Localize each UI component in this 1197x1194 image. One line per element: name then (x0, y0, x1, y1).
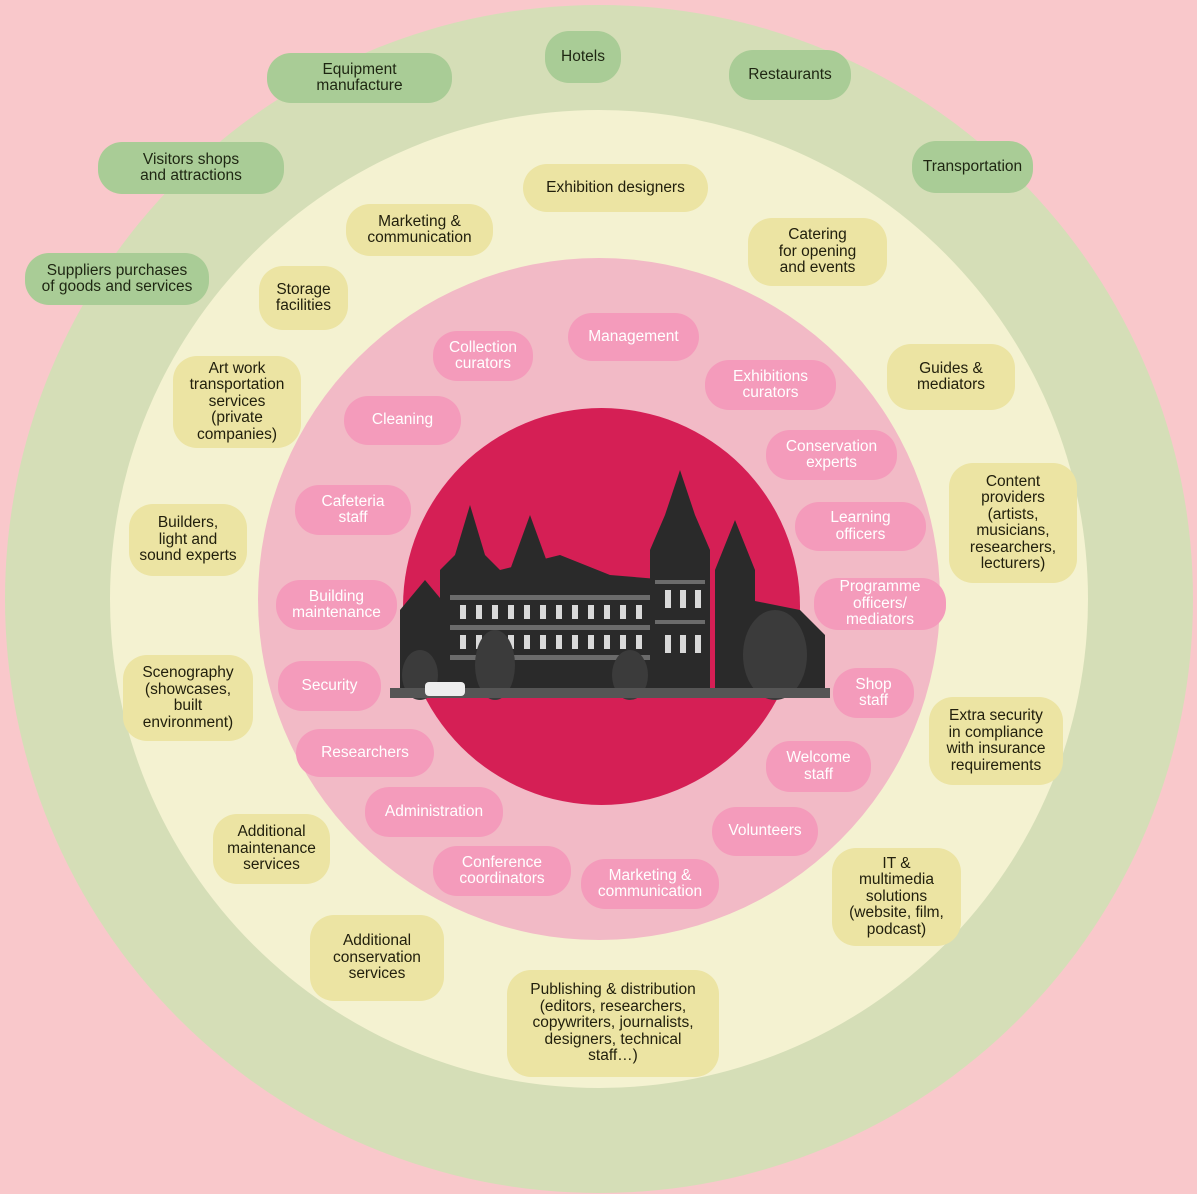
inner-item-welcome-staff: Welcome staff (766, 741, 871, 792)
inner-item-exhibitions-curators: Exhibitions curators (705, 360, 836, 410)
middle-item-art-transport: Art work transportation services (privat… (173, 356, 301, 448)
inner-item-security: Security (278, 661, 381, 711)
inner-item-building-maintenance: Building maintenance (276, 580, 397, 630)
middle-item-content-providers: Content providers (artists, musicians, r… (949, 463, 1077, 583)
inner-item-shop-staff: Shop staff (833, 668, 914, 718)
inner-item-programme-officers: Programme officers/ mediators (814, 578, 946, 630)
inner-item-cafeteria: Cafeteria staff (295, 485, 411, 535)
inner-item-researchers: Researchers (296, 729, 434, 777)
middle-item-marketing: Marketing & communication (346, 204, 493, 256)
inner-item-marketing: Marketing & communication (581, 859, 719, 909)
middle-item-additional-maintenance: Additional maintenance services (213, 814, 330, 884)
middle-item-additional-conservation: Additional conservation services (310, 915, 444, 1001)
middle-item-builders: Builders, light and sound experts (129, 504, 247, 576)
middle-item-catering: Catering for opening and events (748, 218, 887, 286)
outer-item-suppliers: Suppliers purchases of goods and service… (25, 253, 209, 305)
middle-item-scenography: Scenography (showcases, built environmen… (123, 655, 253, 741)
inner-item-collection-curators: Collection curators (433, 331, 533, 381)
outer-item-equipment: Equipment manufacture (267, 53, 452, 103)
inner-item-conservation-experts: Conservation experts (766, 430, 897, 480)
inner-item-cleaning: Cleaning (344, 396, 461, 445)
inner-item-management: Management (568, 313, 699, 361)
middle-item-it-multimedia: IT & multimedia solutions (website, film… (832, 848, 961, 946)
outer-item-hotels: Hotels (545, 31, 621, 83)
middle-item-extra-security: Extra security in compliance with insura… (929, 697, 1063, 785)
outer-item-restaurants: Restaurants (729, 50, 851, 100)
outer-item-visitors-shops: Visitors shops and attractions (98, 142, 284, 194)
inner-item-conference-coordinators: Conference coordinators (433, 846, 571, 896)
inner-item-learning-officers: Learning officers (795, 502, 926, 551)
museum-building-image (390, 470, 830, 700)
inner-item-volunteers: Volunteers (712, 807, 818, 856)
middle-item-exhibition-designers: Exhibition designers (523, 164, 708, 212)
inner-item-administration: Administration (365, 787, 503, 837)
middle-item-guides: Guides & mediators (887, 344, 1015, 410)
middle-item-publishing: Publishing & distribution (editors, rese… (507, 970, 719, 1077)
middle-item-storage: Storage facilities (259, 266, 348, 330)
outer-item-transportation: Transportation (912, 141, 1033, 193)
